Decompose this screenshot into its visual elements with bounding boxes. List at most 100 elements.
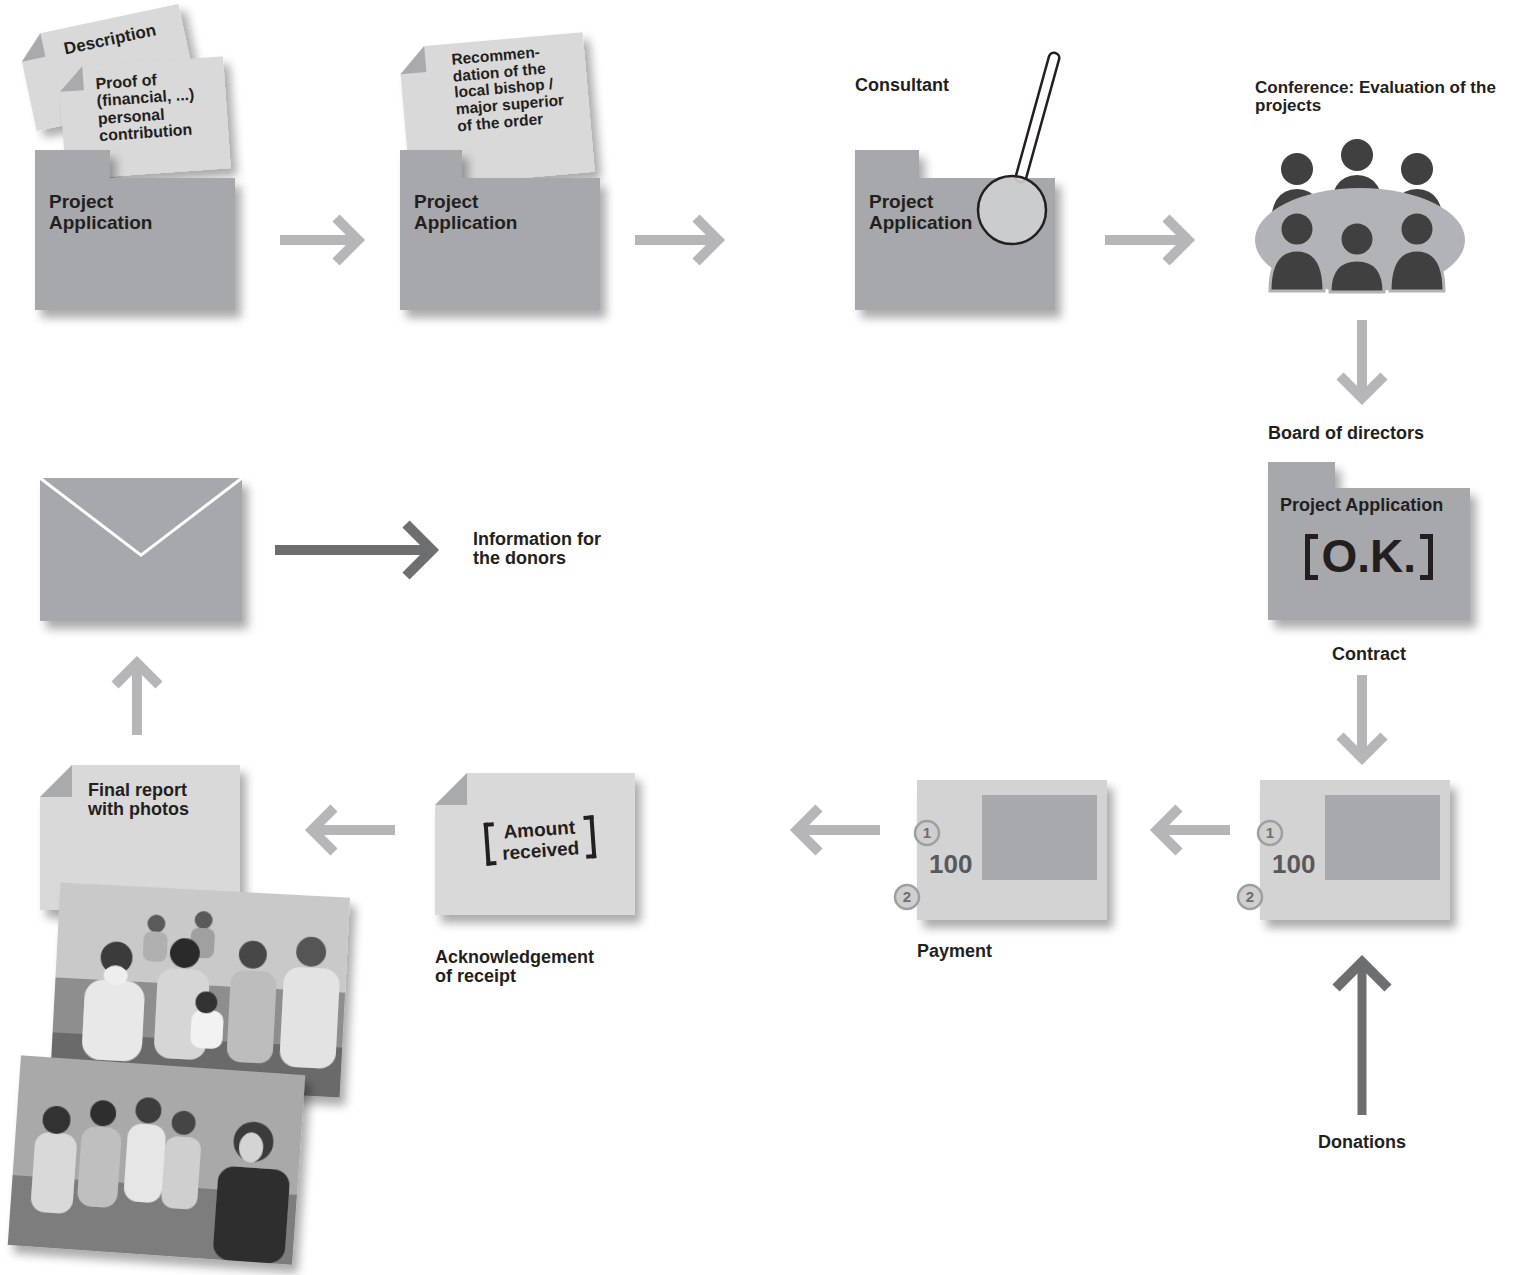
envelope-outline	[40, 478, 242, 621]
flow-arrow	[797, 825, 880, 835]
person-head	[147, 914, 166, 933]
person-beard	[103, 965, 128, 986]
person-head	[100, 941, 134, 975]
report-document: Final report with photos	[40, 765, 240, 910]
coin-number: 1	[1258, 821, 1282, 845]
person-head	[42, 1105, 72, 1135]
shape-group	[1268, 462, 1470, 620]
folder-outline	[1268, 462, 1470, 620]
donations-arrow	[1358, 962, 1367, 1115]
person-head	[1341, 139, 1373, 171]
shape-group	[1260, 780, 1450, 920]
application-folder: Project Application	[35, 150, 235, 310]
person-body	[1270, 250, 1324, 291]
donations-label: Donations	[1318, 1133, 1448, 1152]
paper-fold	[58, 66, 84, 92]
person-body	[153, 968, 210, 1061]
photo-floor	[8, 1175, 297, 1265]
coin-circle	[895, 885, 919, 909]
person-body	[279, 966, 340, 1069]
person-body	[1390, 250, 1444, 291]
photo	[50, 883, 350, 1098]
coin-circle	[1258, 821, 1282, 845]
folder-label: Project Application	[49, 192, 209, 233]
envelope	[40, 478, 242, 621]
application-folder: Project Application	[400, 150, 600, 310]
person-body	[161, 1136, 202, 1210]
flow-arrow	[1357, 675, 1367, 758]
banknote: 1 100 2	[1240, 780, 1455, 925]
photo-ground	[8, 1055, 306, 1264]
shape-group	[855, 150, 1055, 310]
person-head	[238, 940, 267, 969]
meeting-heading: Conference: Evaluation of the projects	[1255, 79, 1505, 116]
banknote-window	[1325, 795, 1440, 880]
folder-label: Project Application	[869, 192, 1029, 233]
flow-arrow	[1157, 825, 1230, 835]
person-body	[77, 1126, 122, 1209]
shape-group	[35, 150, 235, 310]
photo-ground	[50, 883, 350, 1098]
banknote: 11002Payment	[897, 780, 1112, 970]
shape-group	[40, 765, 240, 910]
role-heading: Consultant	[855, 76, 1055, 95]
application-folder: ConsultantProject Application	[855, 72, 1055, 310]
paper-fold	[40, 765, 72, 797]
banknote-window	[982, 795, 1097, 880]
role-heading: Board of directors	[1268, 424, 1473, 443]
coin-number: 2	[1238, 885, 1262, 909]
person-body	[123, 1123, 166, 1203]
flow-arrow	[312, 825, 395, 835]
person-hair	[232, 1120, 275, 1163]
magnifier-handle	[1021, 58, 1054, 177]
document-caption: Payment	[917, 942, 1067, 961]
photo	[8, 1055, 306, 1264]
coin-number: 1	[915, 821, 939, 845]
person-head	[1280, 212, 1314, 246]
banknote-value: 100	[1272, 850, 1352, 878]
person-body	[1330, 260, 1384, 292]
child-body	[190, 1010, 224, 1050]
meeting-table	[1255, 188, 1465, 292]
person-body	[142, 931, 168, 962]
magnifier-icon	[978, 58, 1054, 244]
magnifier-lens	[978, 176, 1046, 244]
flow-arrow	[132, 663, 142, 735]
coin-circle	[1238, 885, 1262, 909]
node-outline	[855, 72, 1055, 310]
person-head	[89, 1099, 117, 1127]
magnifier-handle	[1021, 58, 1054, 177]
person-head	[171, 1110, 197, 1136]
person-head	[1400, 212, 1434, 246]
info-label: Information for the donors	[473, 530, 623, 569]
person-head	[135, 1096, 163, 1124]
flow-arrow	[280, 235, 358, 245]
shape-group	[917, 780, 1107, 920]
info-arrow	[275, 545, 432, 555]
person-body	[226, 970, 277, 1064]
document-caption: Contract	[1332, 645, 1406, 664]
folder-outline	[400, 150, 600, 310]
envelope-flap	[40, 478, 242, 555]
shape-group	[400, 150, 600, 310]
paper-fold	[17, 33, 45, 61]
node-outline	[40, 478, 242, 621]
person-head	[1401, 153, 1433, 185]
stamp-text: Amount received	[483, 813, 596, 868]
meeting-group: Conference: Evaluation of the projects	[1250, 75, 1508, 292]
application-folder: Board of directorsProject ApplicationO.K…	[1265, 420, 1475, 670]
person-body	[190, 927, 216, 958]
receipt-document: Amount receivedAcknowledgement of receip…	[435, 773, 645, 998]
person-face	[238, 1132, 264, 1164]
folder-label: Project Application	[414, 192, 574, 233]
document-title: Final report with photos	[88, 781, 210, 820]
shape-group	[435, 773, 635, 915]
child-head	[195, 991, 218, 1014]
folder-outline	[35, 150, 235, 310]
banknote-outline	[1260, 780, 1450, 920]
person-body	[81, 979, 145, 1062]
person-head	[295, 936, 327, 968]
paper-outline	[40, 765, 240, 910]
document-text: Recommen- dation of the local bishop / m…	[451, 41, 580, 135]
